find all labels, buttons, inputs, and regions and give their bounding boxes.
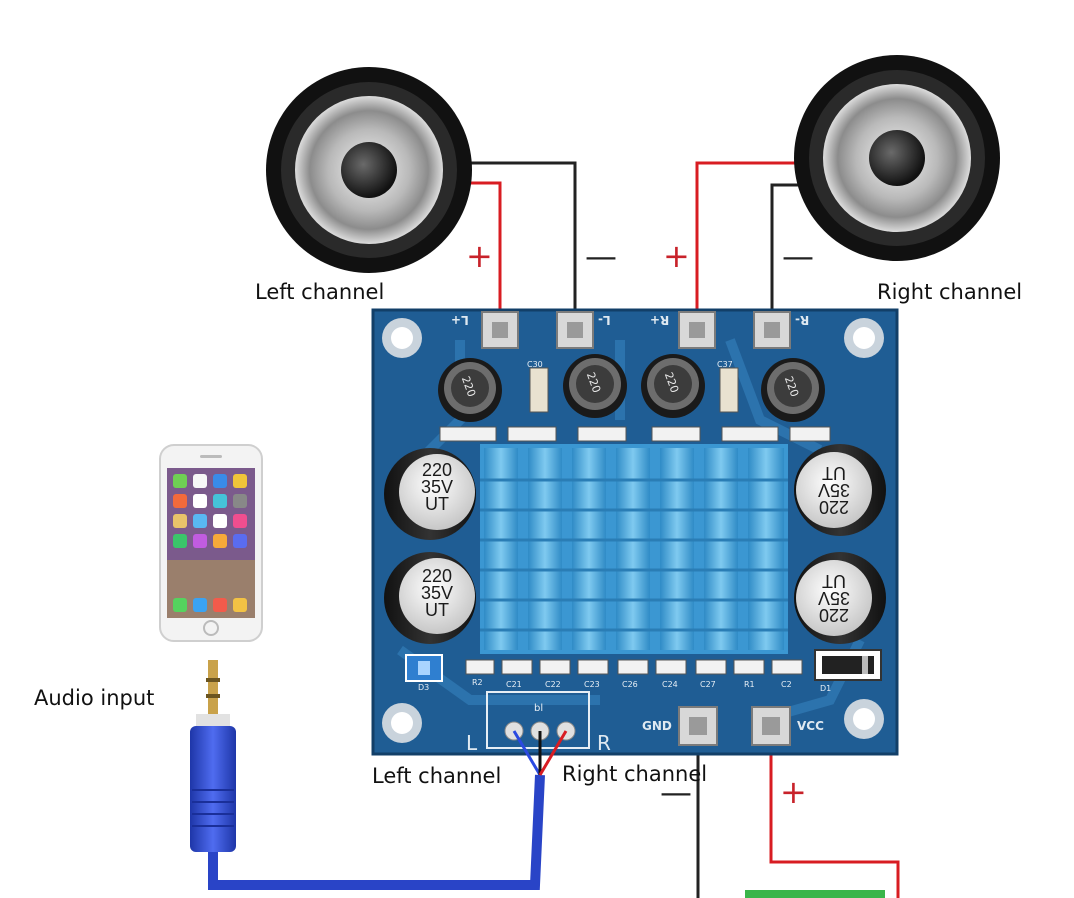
battery-icon [745, 890, 885, 898]
speaker-wires [463, 161, 813, 318]
label-r1: R1 [744, 680, 755, 689]
input-l-label: L [466, 731, 478, 755]
vcc-label: VCC [797, 719, 824, 733]
gnd-minus-sign: — [660, 773, 692, 811]
diode-d1 [814, 649, 882, 681]
vcc-plus-sign: + [780, 773, 807, 811]
left-plus-sign: + [466, 237, 493, 275]
label-c27: C27 [700, 680, 716, 689]
right-speaker-icon [794, 55, 1000, 261]
input-left-label: Left channel [372, 764, 502, 788]
smd-c37 [719, 367, 739, 413]
audio-cable [208, 730, 568, 890]
mounting-holes [382, 318, 884, 743]
audio-input-label: Audio input [34, 686, 155, 710]
left-minus-sign: — [585, 237, 617, 275]
terminal-label-lminus: L- [598, 313, 611, 327]
input-right-label: Right channel [562, 762, 708, 786]
right-speaker-label: Right channel [877, 280, 1023, 304]
audio-plug-icon [190, 660, 236, 852]
smd-row-bottom [465, 659, 803, 675]
label-bl: bl [534, 703, 544, 714]
label-d3: D3 [418, 683, 430, 692]
label-c23: C23 [584, 680, 600, 689]
terminal-label-lplus: L+ [451, 313, 469, 327]
label-c26: C26 [622, 680, 638, 689]
input-r-label: R [597, 731, 611, 755]
heatsink [480, 444, 788, 654]
terminal-label-rminus: R- [795, 313, 810, 327]
smd-c30 [529, 367, 549, 413]
label-d1: D1 [820, 684, 832, 693]
terminal-label-rplus: R+ [650, 313, 670, 327]
electrolytic-capacitors [384, 444, 886, 644]
power-terminals [678, 706, 791, 746]
smd-row-top [439, 426, 831, 442]
label-c24: C24 [662, 680, 678, 689]
phone-app-icons [173, 474, 247, 612]
right-plus-sign: + [663, 237, 690, 275]
label-r2: R2 [472, 678, 483, 687]
label-c30: C30 [527, 360, 543, 369]
inductors [438, 354, 825, 422]
label-c21: C21 [506, 680, 522, 689]
power-wires [696, 745, 900, 898]
amplifier-board [371, 308, 899, 756]
label-c37: C37 [717, 360, 733, 369]
right-minus-sign: — [782, 237, 814, 275]
left-speaker-label: Left channel [255, 280, 385, 304]
smartphone-icon [159, 444, 263, 642]
output-terminals [481, 311, 791, 349]
gnd-label: GND [642, 719, 672, 733]
label-c2: C2 [781, 680, 792, 689]
left-speaker-icon [266, 67, 472, 273]
label-c22: C22 [545, 680, 561, 689]
